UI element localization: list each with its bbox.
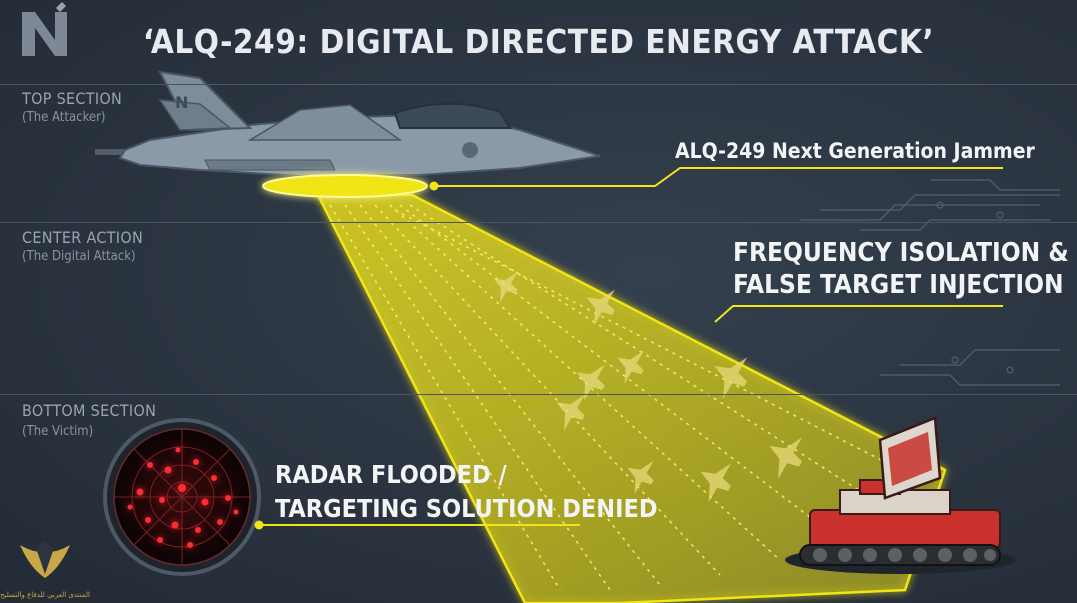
callout-jammer: ALQ-249 Next Generation Jammer [675, 139, 1035, 163]
section-title-center: CENTER ACTION [22, 228, 144, 247]
callout-isolation-line1: FREQUENCY ISOLATION & [733, 238, 1069, 268]
section-subtitle-center: (The Digital Attack) [22, 249, 136, 264]
watermark-emblem: المنتدى العربي للدفاع والتسليح [0, 540, 90, 599]
radar-vehicle [785, 416, 1015, 574]
section-divider [0, 222, 1077, 223]
svg-text:المنتدى العربي للدفاع والتسليح: المنتدى العربي للدفاع والتسليح [0, 591, 90, 599]
page-title: ‘ALQ-249: DIGITAL DIRECTED ENERGY ATTACK… [142, 22, 935, 61]
isolation-leader [714, 305, 1003, 323]
callout-isolation-line2: FALSE TARGET INJECTION [733, 270, 1064, 300]
jammer-pod [262, 174, 428, 198]
section-subtitle-bottom: (The Victim) [22, 424, 94, 439]
section-title-bottom: BOTTOM SECTION [22, 401, 157, 420]
svg-text:N: N [175, 93, 188, 112]
attacker-jet: N [95, 70, 601, 178]
callout-radar-line2: TARGETING SOLUTION DENIED [275, 494, 658, 523]
callout-lines [254, 167, 1003, 530]
radar-scope [103, 418, 261, 576]
section-title-top: TOP SECTION [22, 89, 123, 108]
radar-blips [127, 447, 239, 548]
callout-radar-line1: RADAR FLOODED / [275, 460, 507, 489]
false-target-jets [493, 271, 803, 503]
binary-streams [329, 204, 921, 591]
logo [22, 2, 67, 56]
jammer-leader [432, 167, 1003, 187]
section-divider [0, 394, 1077, 395]
section-subtitle-top: (The Attacker) [22, 110, 106, 125]
circuit-traces [800, 179, 1060, 386]
section-divider [0, 84, 1077, 85]
